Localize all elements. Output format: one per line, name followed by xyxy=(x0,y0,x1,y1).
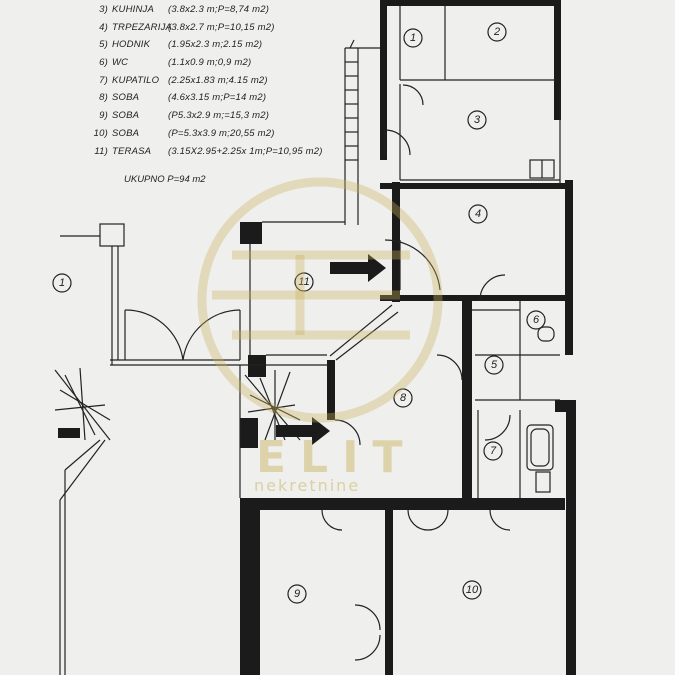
legend-row: 4)TRPEZARIJA(3.8x2.7 m;P=10,15 m2) xyxy=(99,21,275,33)
room-label: 5 xyxy=(491,359,498,371)
room-label: 2 xyxy=(493,26,500,38)
legend-row: 5)HODNIK(1.95x2.3 m;2.15 m2) xyxy=(99,39,263,51)
legend-row: 3)KUHINJA(3.8x2.3 m;P=8,74 m2) xyxy=(99,4,270,15)
legend-row: 10)SOBA(P=5.3x3.9 m;20,55 m2) xyxy=(93,127,275,139)
staircase-top xyxy=(345,39,358,161)
room-label: 9 xyxy=(294,588,300,600)
room-label: 4 xyxy=(475,208,481,220)
interior-walls xyxy=(110,6,561,498)
room-labels: 1 2 3 4 5 6 7 8 9 10 11 1 xyxy=(59,26,540,600)
staircase-left xyxy=(54,367,111,675)
legend-row: 9)SOBA(P5.3x2.9 m;=15,3 m2) xyxy=(99,110,270,122)
exterior-walls xyxy=(58,0,576,675)
legend-row: 6)WC(1.1x0.9 m;0,9 m2) xyxy=(99,57,252,69)
room-label: 6 xyxy=(533,314,540,326)
room-legend: 3)KUHINJA(3.8x2.3 m;P=8,74 m2) 4)TRPEZAR… xyxy=(84,4,323,163)
room-label: 8 xyxy=(400,392,407,404)
bathroom-fixtures xyxy=(526,159,555,493)
entrance-arrows xyxy=(276,254,386,445)
room-label: 1 xyxy=(59,277,65,289)
room-label: 10 xyxy=(466,584,479,596)
room-label: 1 xyxy=(410,32,416,44)
door-swings xyxy=(124,84,511,661)
watermark-logo xyxy=(197,177,443,423)
legend-row: 7)KUPATILO(2.25x1.83 m;4.15 m2) xyxy=(99,74,268,86)
legend-row: 11)TERASA(3.15X2.95+2.25x 1m;P=10,95 m2) xyxy=(94,145,323,157)
terrace-railing xyxy=(60,223,125,365)
total-area: UKUPNO P=94 m2 xyxy=(124,174,206,185)
room-label: 3 xyxy=(474,114,481,126)
room-markers xyxy=(52,22,546,604)
room-label: 11 xyxy=(298,276,309,288)
room-label: 7 xyxy=(490,445,497,457)
legend-row: 8)SOBA(4.6x3.15 m;P=14 m2) xyxy=(99,92,267,104)
